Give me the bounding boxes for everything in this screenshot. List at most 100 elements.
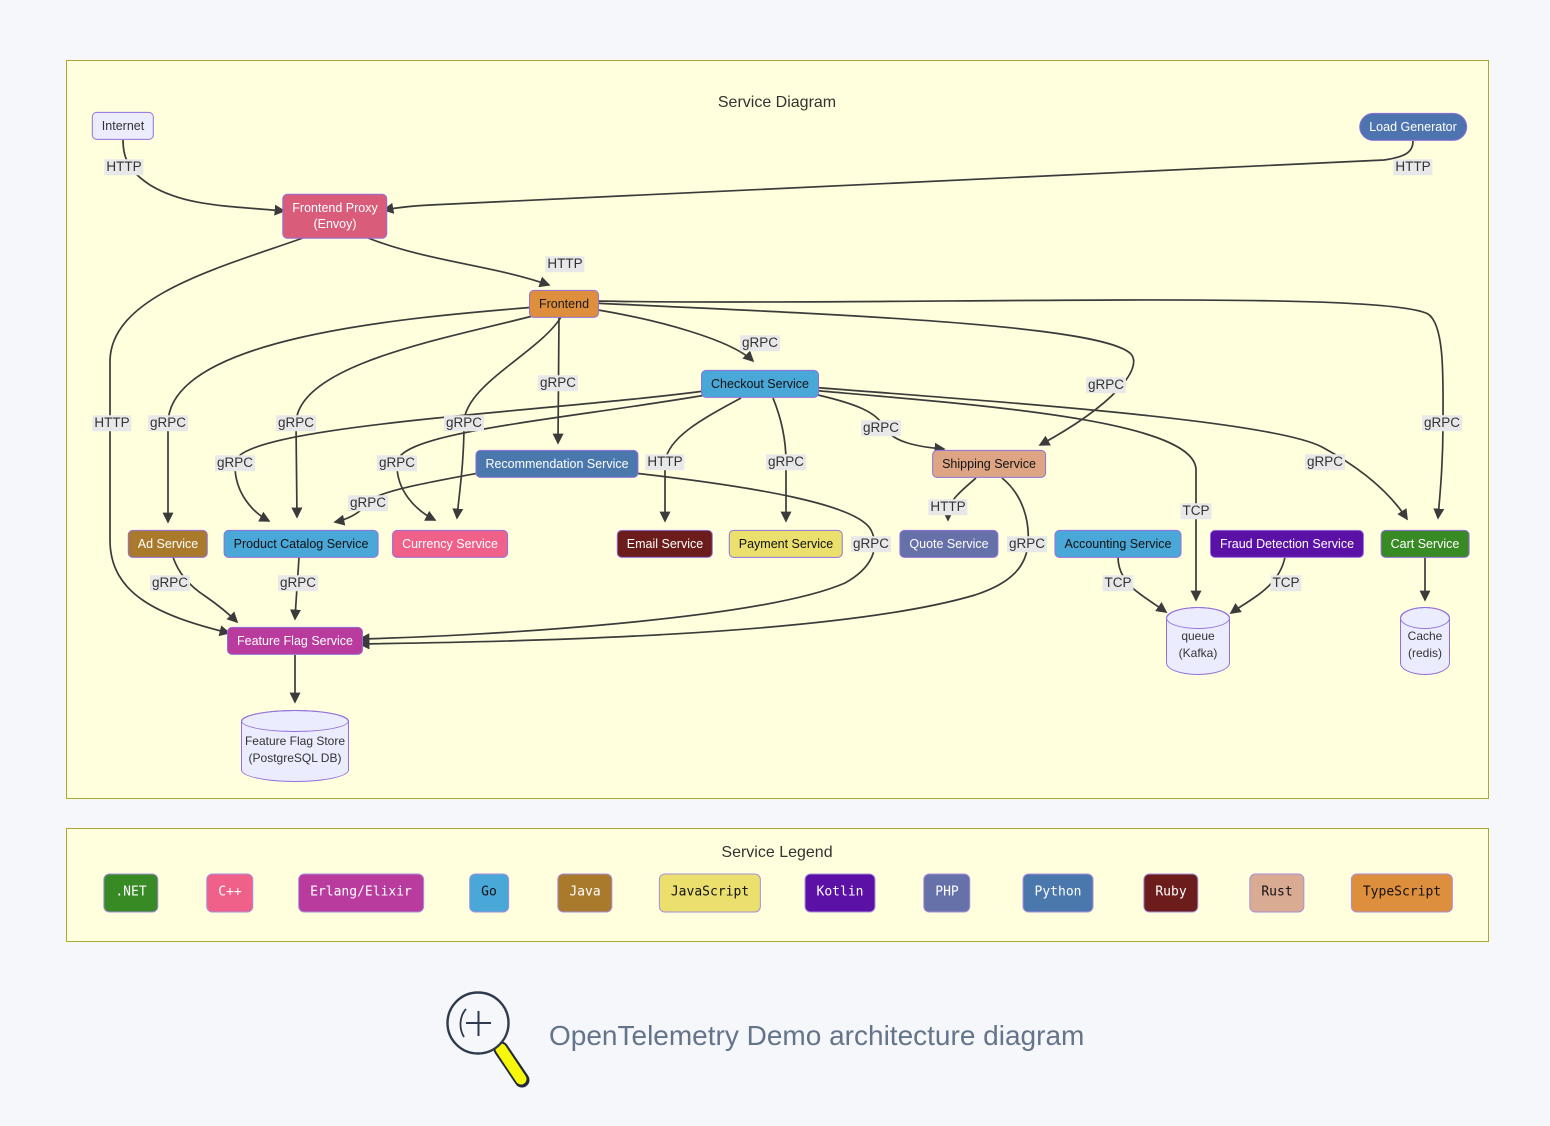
cylinder-top: [241, 710, 349, 732]
legend-chip--net: .NET: [103, 873, 159, 913]
edge-frontend-to-shipping-service: [591, 302, 1135, 446]
node-label: Cart Service: [1390, 536, 1460, 551]
edge-label-frontend-to-recommendation-service: gRPC: [537, 375, 579, 391]
edge-label-checkout-service-to-payment-service: gRPC: [765, 454, 807, 470]
edge-frontend-to-checkout-service: [591, 308, 755, 363]
node-fraud-detection-service: Fraud Detection Service: [1209, 529, 1365, 559]
edge-checkout-service-to-product-catalog-service: [234, 389, 713, 522]
node-cart-service: Cart Service: [1380, 529, 1470, 559]
edge-load-generator-to-frontend-proxy: [382, 140, 1414, 214]
node-label: Frontend Proxy: [292, 200, 378, 215]
node-label: (Envoy): [313, 217, 357, 231]
node-label: Feature Flag Store(PostgreSQL DB): [244, 733, 346, 765]
edge-label-internet-to-frontend-proxy: HTTP: [104, 159, 144, 175]
node-label: Quote Service: [909, 536, 989, 551]
edge-label-checkout-service-to-cart-service: gRPC: [1304, 454, 1346, 470]
node-label: Ad Service: [137, 536, 199, 551]
edge-label-load-generator-to-frontend-proxy: HTTP: [1393, 159, 1433, 175]
edge-label-frontend-to-cart-service: gRPC: [1421, 415, 1463, 431]
node-label: Accounting Service: [1064, 536, 1172, 551]
node-checkout-service: Checkout Service: [701, 369, 819, 399]
legend-chip-go: Go: [469, 873, 509, 913]
edge-checkout-service-to-queue-kafka: [808, 389, 1202, 602]
edge-label-recommendation-service-to-product-catalog-service: gRPC: [347, 495, 389, 511]
node-queue-kafka: queue(Kafka): [1166, 607, 1230, 675]
node-label: Feature Flag Service: [236, 633, 354, 648]
node-label: queue(Kafka): [1178, 628, 1218, 660]
edge-recommendation-service-to-feature-flag-service: [358, 471, 876, 645]
edge-label-fraud-detection-service-to-queue-kafka: TCP: [1270, 575, 1302, 591]
node-label: Recommendation Service: [485, 456, 629, 471]
edge-label-checkout-service-to-product-catalog-service: gRPC: [214, 455, 256, 471]
diagram-title: Service Diagram: [717, 94, 837, 111]
node-accounting-service: Accounting Service: [1054, 529, 1182, 559]
node-quote-service: Quote Service: [899, 529, 999, 559]
legend-chip-kotlin: Kotlin: [804, 873, 876, 913]
magnifier-zoom-icon: [446, 991, 530, 1088]
edge-label-frontend-to-product-catalog-service: gRPC: [275, 415, 317, 431]
edge-shipping-service-to-feature-flag-service: [358, 477, 1030, 650]
legend-chip-python: Python: [1022, 873, 1094, 913]
edge-label-checkout-service-to-currency-service: gRPC: [376, 455, 418, 471]
edge-label-shipping-service-to-feature-flag-service: gRPC: [1006, 536, 1048, 552]
legend-chip-erlang-elixir: Erlang/Elixir: [298, 873, 424, 913]
node-label: Product Catalog Service: [233, 536, 369, 551]
node-label: Currency Service: [402, 536, 498, 551]
node-label: Cache(redis): [1407, 628, 1443, 660]
edge-label-checkout-service-to-queue-kafka: TCP: [1180, 503, 1212, 519]
legend-chip-javascript: JavaScript: [658, 873, 762, 913]
node-frontend-proxy: Frontend Proxy (Envoy): [282, 193, 388, 239]
edge-accounting-service-to-queue-kafka: [1117, 556, 1168, 613]
legend-chip-php: PHP: [923, 873, 971, 913]
node-frontend: Frontend: [528, 289, 600, 319]
node-email-service: Email Service: [616, 529, 714, 559]
node-product-catalog-service: Product Catalog Service: [223, 529, 379, 559]
node-load-generator: Load Generator: [1359, 112, 1467, 142]
node-ad-service: Ad Service: [127, 529, 209, 559]
legend-chip-typescript: TypeScript: [1350, 873, 1454, 913]
node-internet: Internet: [91, 111, 155, 141]
edge-label-frontend-proxy-to-feature-flag-service: HTTP: [92, 415, 132, 431]
edge-label-frontend-to-checkout-service: gRPC: [739, 335, 781, 351]
node-shipping-service: Shipping Service: [932, 449, 1046, 479]
node-feature-flag-service: Feature Flag Service: [226, 626, 364, 656]
edge-label-frontend-to-currency-service: gRPC: [443, 415, 485, 431]
legend-chip-java: Java: [557, 873, 613, 913]
edge-label-recommendation-service-to-feature-flag-service: gRPC: [850, 536, 892, 552]
caption-text: OpenTelemetry Demo architecture diagram: [549, 1020, 1085, 1051]
node-label: Frontend: [538, 296, 590, 311]
edge-frontend-to-ad-service: [162, 306, 537, 524]
edge-label-shipping-service-to-quote-service: HTTP: [928, 499, 968, 515]
edge-internet-to-frontend-proxy: [122, 139, 286, 216]
legend-chip-ruby: Ruby: [1143, 873, 1199, 913]
legend-title: Service Legend: [721, 844, 833, 861]
cylinder-top: [1166, 607, 1230, 629]
edge-label-checkout-service-to-shipping-service: gRPC: [860, 420, 902, 436]
edge-label-accounting-service-to-queue-kafka: TCP: [1102, 575, 1134, 591]
edge-checkout-service-to-cart-service: [808, 386, 1408, 521]
node-label: Internet: [101, 118, 145, 133]
node-feature-flag-store: Feature Flag Store(PostgreSQL DB): [241, 710, 349, 782]
edge-label-ad-service-to-feature-flag-service: gRPC: [149, 575, 191, 591]
node-recommendation-service: Recommendation Service: [475, 449, 639, 479]
node-label: Payment Service: [738, 536, 834, 551]
edge-frontend-to-cart-service: [591, 299, 1445, 520]
cylinder-top: [1400, 607, 1450, 629]
node-label: Fraud Detection Service: [1219, 536, 1355, 551]
edge-frontend-to-product-catalog-service: [291, 313, 541, 519]
edge-label-frontend-to-ad-service: gRPC: [147, 415, 189, 431]
edge-checkout-service-to-currency-service: [396, 393, 713, 521]
edge-frontend-proxy-to-frontend: [367, 237, 551, 288]
edge-label-product-catalog-service-to-feature-flag-service: gRPC: [277, 575, 319, 591]
node-cache-redis: Cache(redis): [1400, 607, 1450, 675]
edge-label-frontend-proxy-to-frontend: HTTP: [545, 256, 585, 272]
edge-fraud-detection-service-to-queue-kafka: [1229, 556, 1286, 614]
node-payment-service: Payment Service: [728, 529, 844, 559]
legend-chip-rust: Rust: [1249, 873, 1305, 913]
edge-frontend-proxy-to-feature-flag-service: [109, 237, 304, 637]
node-label: Load Generator: [1369, 119, 1457, 134]
edge-ad-service-to-feature-flag-service: [172, 556, 239, 624]
edge-label-checkout-service-to-email-service: HTTP: [645, 454, 685, 470]
edge-label-frontend-to-shipping-service: gRPC: [1085, 377, 1127, 393]
